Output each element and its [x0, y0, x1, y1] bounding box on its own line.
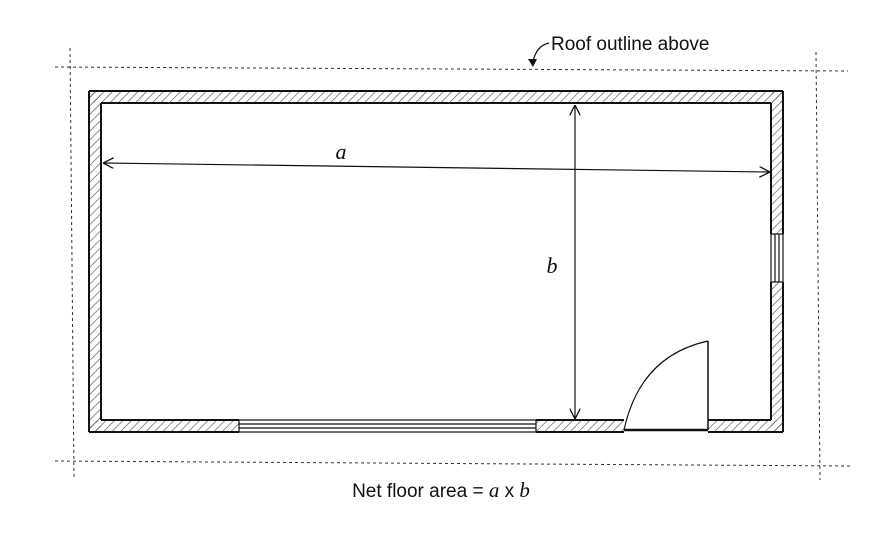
wall-bottom-middle — [536, 420, 624, 432]
wall-top — [89, 91, 783, 103]
dimension-b-label: b — [547, 253, 558, 278]
wall-bottom-right — [708, 420, 783, 432]
caption-var-a: a — [488, 478, 500, 502]
wall-right-lower — [771, 282, 783, 432]
roof-outline — [54, 47, 851, 481]
net-floor-area-caption: Net floor area = a x b — [0, 478, 882, 503]
wall-left — [89, 91, 101, 432]
walls — [89, 91, 783, 432]
wall-bottom-left — [89, 420, 239, 432]
caption-times: x — [499, 481, 520, 502]
door — [623, 340, 709, 432]
roof-callout-arrowhead — [528, 59, 537, 67]
wall-outlines — [88, 90, 784, 433]
wall-right-upper — [771, 91, 783, 234]
caption-prefix: Net floor area = — [352, 481, 489, 502]
window-right — [770, 233, 784, 283]
roof-outline-label: Roof outline above — [551, 34, 709, 55]
caption-var-b: b — [519, 478, 530, 502]
door-swing-arc — [623, 340, 709, 431]
dimension-a-line — [104, 163, 769, 172]
dimension-a-label: a — [336, 139, 347, 164]
window-bottom — [238, 419, 537, 433]
